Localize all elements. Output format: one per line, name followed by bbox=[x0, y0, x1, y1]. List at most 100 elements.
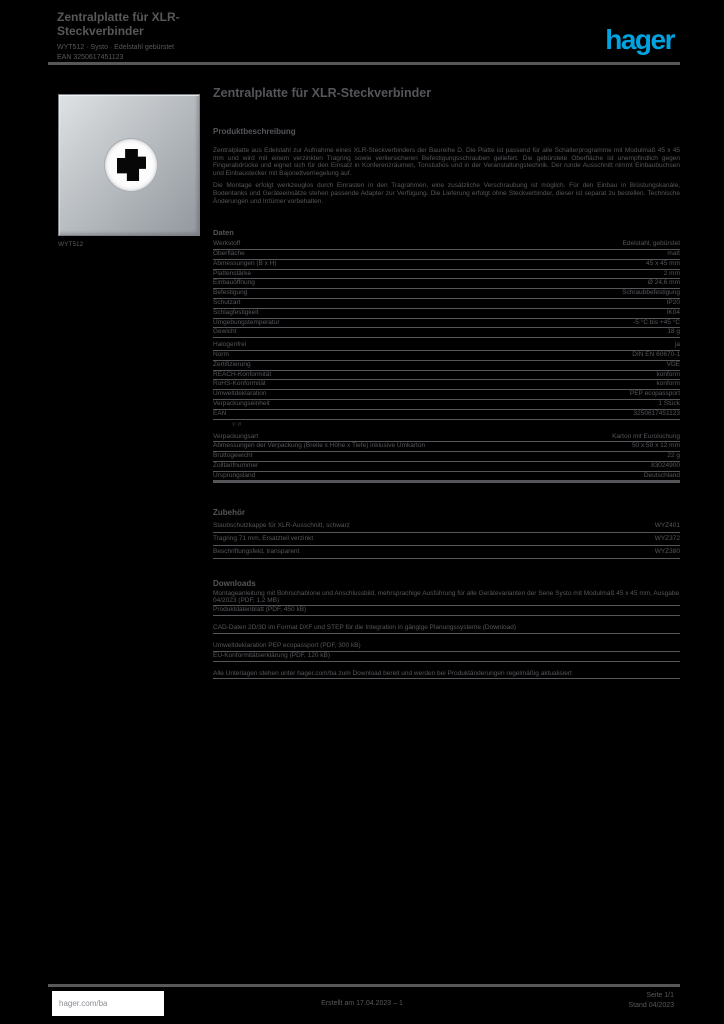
table-row: Plattenstärke 2 mm bbox=[213, 270, 680, 280]
downloads-list: Montageanleitung mit Bohrschablone und A… bbox=[213, 590, 680, 680]
footer-center-text: Erstellt am 17.04.2023 – 1 bbox=[321, 1000, 403, 1007]
spec-table-logistics: Verpackungsart Karton mit Eurolochung Ab… bbox=[213, 433, 680, 484]
table-row: Umgebungstemperatur -5 °C bis +45 °C bbox=[213, 319, 680, 329]
row-label: Gewicht bbox=[213, 328, 237, 336]
download-item[interactable]: EU-Konformitätserklärung (PDF, 120 kB) bbox=[213, 652, 680, 662]
row-label: Ursprungsland bbox=[213, 471, 256, 479]
spec-table-standards: Halogenfrei ja Norm DIN EN 60670-1 Zerti… bbox=[213, 341, 680, 420]
row-value: Ø 24,6 mm bbox=[647, 279, 680, 287]
table-row: Verpackungsart Karton mit Eurolochung bbox=[213, 433, 680, 443]
row-label: Schlagfestigkeit bbox=[213, 308, 259, 316]
row-label: REACH-Konformität bbox=[213, 370, 272, 378]
table-row: EAN 3250617451123 bbox=[213, 410, 680, 420]
table-row: Norm DIN EN 60670-1 bbox=[213, 351, 680, 361]
row-label: Zertifizierung bbox=[213, 360, 251, 368]
section-heading-specs: Daten bbox=[213, 228, 234, 238]
row-label: Verpackungsart bbox=[213, 432, 259, 440]
row-value: -5 °C bis +45 °C bbox=[633, 318, 680, 326]
download-item-text[interactable]: EU-Konformitätserklärung (PDF, 120 kB) bbox=[213, 651, 331, 659]
row-label: Norm bbox=[213, 350, 229, 358]
row-label: Bruttogewicht bbox=[213, 452, 253, 460]
row-label: Oberfläche bbox=[213, 249, 245, 257]
table-row: Werkstoff Edelstahl, gebürstet bbox=[213, 240, 680, 250]
table-row: Schutzart IP20 bbox=[213, 299, 680, 309]
table-row: Staubschutzkappe für XLR-Ausschnitt, sch… bbox=[213, 520, 680, 534]
row-value: 1 Stück bbox=[658, 399, 680, 407]
row-label: Abmessungen (B x H) bbox=[213, 259, 277, 267]
download-item-text[interactable]: Montageanleitung mit Bohrschablone und A… bbox=[213, 589, 680, 604]
table-row: REACH-Konformität konform bbox=[213, 371, 680, 381]
table-row: Beschriftungsfeld, transparent WYZ380 bbox=[213, 546, 680, 559]
row-label: Tragring 71 mm, Ersatzteil verzinkt bbox=[213, 534, 314, 542]
table-row: Gewicht 18 g bbox=[213, 328, 680, 339]
row-value: IP20 bbox=[666, 298, 680, 306]
table-row: Befestigung Schraubbefestigung bbox=[213, 289, 680, 299]
row-label: Befestigung bbox=[213, 289, 248, 297]
row-value: WYZ401 bbox=[654, 521, 680, 529]
row-label: Halogenfrei bbox=[213, 341, 247, 349]
download-item-text[interactable]: CAD-Daten 2D/3D im Format DXF und STEP f… bbox=[213, 624, 516, 632]
download-item[interactable]: Produktdatenblatt (PDF, 450 kB) bbox=[213, 606, 680, 617]
row-value: matt bbox=[667, 249, 680, 257]
section-heading-description: Produktbeschreibung bbox=[213, 127, 296, 136]
section-heading-accessories: Zubehör bbox=[213, 508, 245, 518]
row-value: Schraubbefestigung bbox=[622, 289, 680, 297]
table-row: Umweltdeklaration PEP ecopassport bbox=[213, 390, 680, 400]
table-row: Abmessungen der Verpackung (Breite x Höh… bbox=[213, 442, 680, 453]
product-image-caption: WYT512 bbox=[58, 241, 84, 248]
row-label: Umgebungstemperatur bbox=[213, 318, 280, 326]
row-value: Edelstahl, gebürstet bbox=[622, 240, 680, 248]
footer-link[interactable]: hager.com/ba bbox=[59, 999, 108, 1008]
row-label: Beschriftungsfeld, transparent bbox=[213, 547, 300, 555]
accessories-table: Staubschutzkappe für XLR-Ausschnitt, sch… bbox=[213, 520, 680, 559]
row-value: PEP ecopassport bbox=[629, 390, 680, 398]
row-value: WYZ380 bbox=[654, 547, 680, 555]
footer-divider bbox=[48, 984, 680, 987]
download-item[interactable]: Umweltdeklaration PEP ecopassport (PDF, … bbox=[213, 642, 680, 652]
header-divider bbox=[48, 62, 680, 65]
row-label: Einbauöffnung bbox=[213, 279, 255, 287]
description-paragraph-2: Die Montage erfolgt werkzeuglos durch Ei… bbox=[213, 182, 680, 205]
download-item[interactable]: Alle Unterlagen stehen unter hager.com/b… bbox=[213, 670, 680, 680]
row-label: Plattenstärke bbox=[213, 269, 251, 277]
row-value: 83024900 bbox=[651, 461, 680, 469]
section-heading-downloads: Downloads bbox=[213, 578, 256, 588]
table-row: Oberfläche matt bbox=[213, 250, 680, 260]
plate-hole bbox=[105, 139, 157, 191]
download-item-text[interactable]: Umweltdeklaration PEP ecopassport (PDF, … bbox=[213, 642, 361, 650]
product-photo bbox=[58, 94, 200, 236]
footer-revision: Stand 04/2023 bbox=[628, 1002, 674, 1009]
row-value: 18 g bbox=[667, 328, 680, 336]
document-subtitle-reference: WYT512 · Systo · Edelstahl gebürstet bbox=[57, 44, 175, 51]
table-row: Verpackungseinheit 1 Stück bbox=[213, 400, 680, 410]
table-row: Bruttogewicht 22 g bbox=[213, 452, 680, 462]
row-value: 45 x 45 mm bbox=[646, 259, 680, 267]
connector-cutout-shape bbox=[117, 149, 146, 181]
table-row: Zertifizierung VDE bbox=[213, 361, 680, 371]
document-subtitle-ean: EAN 3250617451123 bbox=[57, 54, 124, 61]
row-value: konform bbox=[656, 380, 680, 388]
table-row: Ursprungsland Deutschland bbox=[213, 472, 680, 482]
row-value: 50 x 50 x 12 mm bbox=[631, 442, 680, 450]
row-value: Karton mit Eurolochung bbox=[612, 432, 680, 440]
table-row: RoHS-Konformität konform bbox=[213, 380, 680, 391]
download-item-text[interactable]: Produktdatenblatt (PDF, 450 kB) bbox=[213, 606, 307, 614]
footnote-marks: ¹⁾ ²⁾ bbox=[232, 421, 242, 429]
row-value: ja bbox=[674, 341, 680, 349]
spec-table-general: Werkstoff Edelstahl, gebürstet Oberfläch… bbox=[213, 240, 680, 339]
row-value: DIN EN 60670-1 bbox=[632, 350, 680, 358]
document-title: Zentralplatte für XLR-Steckverbinder bbox=[57, 10, 180, 38]
download-item-text[interactable]: Alle Unterlagen stehen unter hager.com/b… bbox=[213, 669, 572, 677]
content-column: Zentralplatte für XLR-Steckverbinder Pro… bbox=[213, 86, 680, 680]
row-label: RoHS-Konformität bbox=[213, 380, 266, 388]
footer-link-box[interactable]: hager.com/ba bbox=[52, 991, 164, 1016]
row-label: EAN bbox=[213, 409, 227, 417]
row-value: 22 g bbox=[667, 452, 680, 460]
table-row: Tragring 71 mm, Ersatzteil verzinkt WYZ3… bbox=[213, 533, 680, 547]
download-item[interactable]: CAD-Daten 2D/3D im Format DXF und STEP f… bbox=[213, 624, 680, 635]
download-item[interactable]: Montageanleitung mit Bohrschablone und A… bbox=[213, 590, 680, 607]
row-value: IK04 bbox=[666, 308, 680, 316]
table-row: Abmessungen (B x H) 45 x 45 mm bbox=[213, 260, 680, 270]
table-row: Schlagfestigkeit IK04 bbox=[213, 309, 680, 319]
